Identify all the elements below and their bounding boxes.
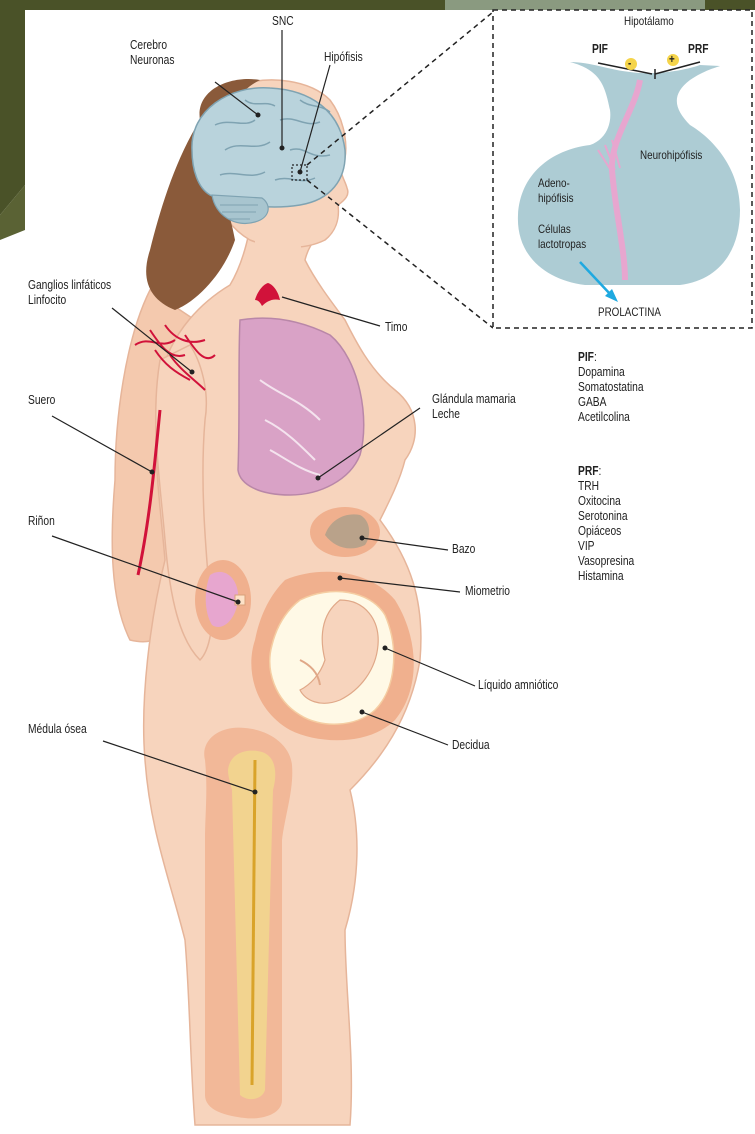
label-leche: Leche (432, 407, 460, 422)
label-ganglios: Ganglios linfáticos (28, 278, 111, 293)
prf-item: Histamina (578, 569, 634, 584)
spleen (310, 507, 380, 557)
inset-adeno-2: hipófisis (538, 191, 574, 206)
pif-title: PIF (578, 350, 594, 364)
label-linfocito: Linfocito (28, 293, 66, 308)
prf-item: Oxitocina (578, 494, 634, 509)
pituitary-inset (493, 10, 752, 328)
label-rinon: Riñon (28, 514, 55, 529)
label-cerebro: Cerebro (130, 38, 167, 53)
label-hipofisis: Hipófisis (324, 50, 363, 65)
pif-colon: : (594, 350, 597, 364)
prf-list: PRF: TRH Oxitocina Serotonina Opiáceos V… (578, 464, 634, 584)
inset-prolactina: PROLACTINA (598, 305, 661, 320)
inset-neurohipofisis: Neurohipófisis (640, 148, 702, 163)
prf-title: PRF (578, 464, 599, 478)
label-neuronas: Neuronas (130, 53, 174, 68)
label-glandula: Glándula mamaria (432, 392, 516, 407)
prf-item: VIP (578, 539, 634, 554)
prf-heading: PRF: (578, 464, 634, 479)
label-decidua: Decidua (452, 738, 490, 753)
inset-hipotalamo: Hipotálamo (624, 14, 674, 29)
prf-item: Vasopresina (578, 554, 634, 569)
label-liquido: Líquido amniótico (478, 678, 558, 693)
pif-list: PIF: Dopamina Somatostatina GABA Acetilc… (578, 350, 644, 425)
inset-celulas-2: lactotropas (538, 237, 586, 252)
label-bazo: Bazo (452, 542, 475, 557)
label-snc: SNC (272, 14, 294, 29)
inset-plus: + (669, 52, 675, 67)
pif-item: GABA (578, 395, 644, 410)
pif-heading: PIF: (578, 350, 644, 365)
label-miometrio: Miometrio (465, 584, 510, 599)
label-suero: Suero (28, 393, 55, 408)
kidney (195, 560, 251, 640)
pif-item: Somatostatina (578, 380, 644, 395)
label-timo: Timo (385, 320, 407, 335)
pif-item: Acetilcolina (578, 410, 644, 425)
uterus (251, 572, 413, 740)
femur (204, 728, 292, 1119)
inset-pif: PIF (592, 42, 608, 57)
inset-prf: PRF (688, 42, 709, 57)
inset-minus: - (628, 56, 631, 71)
prf-item: Opiáceos (578, 524, 634, 539)
inset-celulas-1: Células (538, 222, 571, 237)
prf-colon: : (599, 464, 602, 478)
prf-item: TRH (578, 479, 634, 494)
prf-item: Serotonina (578, 509, 634, 524)
inset-adeno-1: Adeno- (538, 176, 570, 191)
pif-item: Dopamina (578, 365, 644, 380)
label-medula: Médula ósea (28, 722, 87, 737)
